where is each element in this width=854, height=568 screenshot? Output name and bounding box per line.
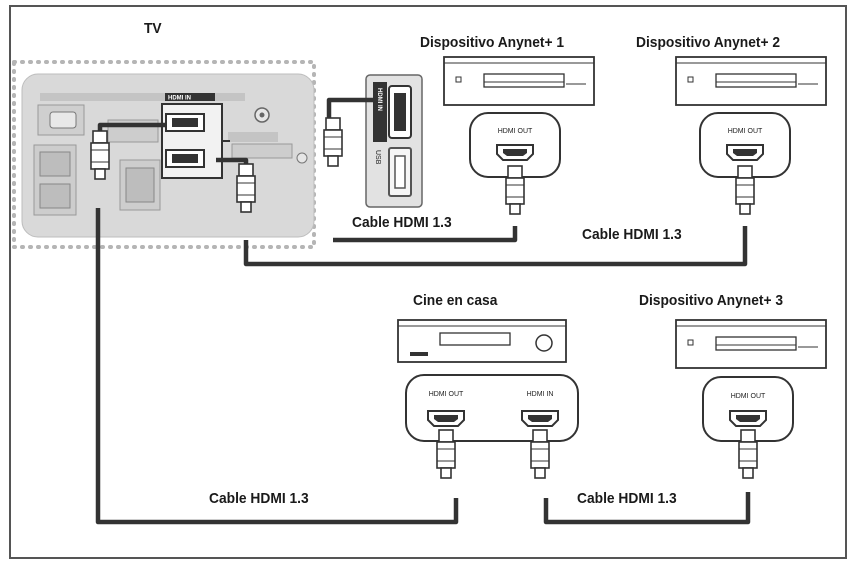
device-2-hdmi-out-label: HDMI OUT <box>728 128 763 135</box>
tv-label: TV <box>144 20 162 37</box>
device-3-label: Dispositivo Anynet+ 3 <box>639 292 784 309</box>
device-1-hdmi-out-label: HDMI OUT <box>498 128 533 135</box>
home-theater-label: Cine en casa <box>413 292 498 309</box>
cable-label-dev1-dev2: Cable HDMI 1.3 <box>582 226 682 243</box>
device-1-label: Dispositivo Anynet+ 1 <box>420 34 565 51</box>
device-1-hdmi-out: HDMI OUT <box>469 112 561 178</box>
cable-ht-dev3 <box>543 492 751 525</box>
cable-label-ht-dev3: Cable HDMI 1.3 <box>577 490 677 507</box>
home-theater-hdmi-out-label: HDMI OUT <box>429 391 464 398</box>
side-usb-label: USB <box>374 150 381 165</box>
anynet-device-2 <box>675 56 827 106</box>
device-3-hdmi-out-label: HDMI OUT <box>731 393 766 400</box>
cable-side-top <box>326 97 378 120</box>
side-hdmi-label: HDMI IN <box>376 88 382 111</box>
cable-label-tv-dev1: Cable HDMI 1.3 <box>352 214 452 231</box>
tv-hdmi-in-label: HDMI IN <box>168 96 191 102</box>
tv-back-panel: HDMI IN <box>12 60 316 249</box>
cable-label-tv-ht: Cable HDMI 1.3 <box>209 490 309 507</box>
home-theater-ports: HDMI OUT HDMI IN <box>405 374 579 442</box>
home-theater-hdmi-in-label: HDMI IN <box>527 391 554 398</box>
anynet-device-3 <box>675 319 827 369</box>
device-2-label: Dispositivo Anynet+ 2 <box>636 34 781 51</box>
device-3-hdmi-out: HDMI OUT <box>702 376 794 442</box>
hdmi-cables <box>95 97 751 525</box>
tv-side-panel: HDMI IN USB <box>365 74 423 208</box>
cable-tv-ht <box>95 208 459 525</box>
cable-tv-dev1 <box>333 226 518 243</box>
cable-tv-dev2-run <box>243 226 748 267</box>
anynet-device-1 <box>443 56 595 106</box>
home-theater-receiver <box>397 319 567 363</box>
